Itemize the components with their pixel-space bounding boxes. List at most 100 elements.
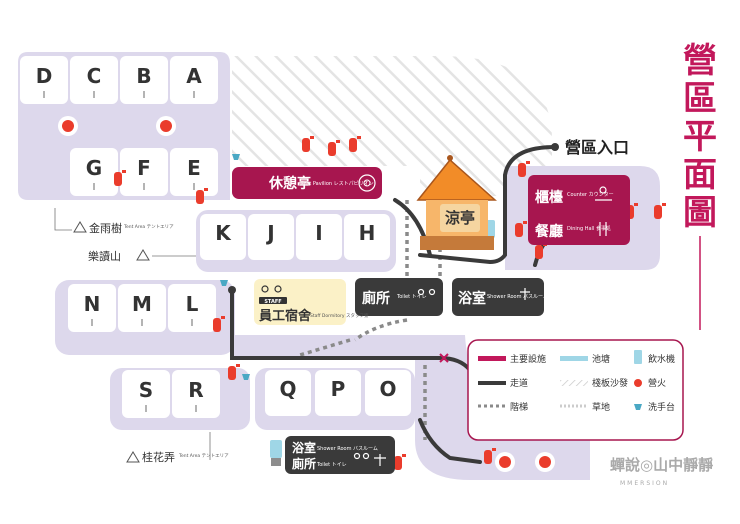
- svg-text:R: R: [188, 378, 203, 402]
- site-f[interactable]: F: [120, 148, 168, 196]
- svg-text:F: F: [137, 156, 151, 180]
- site-o[interactable]: O: [365, 370, 411, 416]
- svg-text:Toilet トイレ: Toilet トイレ: [316, 462, 347, 468]
- svg-text:H: H: [359, 221, 376, 245]
- fire-extinguisher-icon: [302, 136, 314, 152]
- campfire-icon: [535, 452, 555, 472]
- svg-text:櫃檯: 櫃檯: [535, 189, 563, 206]
- fire-extinguisher-icon: [228, 364, 240, 380]
- svg-text:圖: 圖: [683, 193, 717, 233]
- svg-text:棧板沙發: 棧板沙發: [592, 377, 628, 389]
- svg-text:餐廳: 餐廳: [534, 223, 563, 240]
- toilet-building[interactable]: 廁所 Toilet トイレ: [355, 278, 443, 316]
- site-j[interactable]: J: [248, 214, 294, 260]
- shower-toilet-building-south[interactable]: 浴室 Shower Room バスルーム 廁所 Toilet トイレ: [285, 436, 395, 474]
- svg-text:G: G: [86, 156, 102, 180]
- svg-text:面: 面: [683, 155, 717, 195]
- svg-text:洗手台: 洗手台: [648, 401, 675, 413]
- svg-text:Dining Hall 食事処: Dining Hall 食事処: [567, 225, 611, 232]
- fire-extinguisher-icon: [654, 203, 666, 219]
- map-title: 營 區 平 面 圖: [683, 41, 717, 330]
- staff-dormitory[interactable]: STAFF 員工宿舍 Staff Dormitory スタッフ寮: [254, 279, 369, 325]
- legend-item-washbasin: 洗手台: [634, 401, 675, 413]
- site-g[interactable]: G: [70, 148, 118, 196]
- rest-pavilion[interactable]: 休憩亭 Rest Pavilion レストパビリオン: [232, 167, 382, 199]
- site-h[interactable]: H: [344, 214, 390, 260]
- svg-text:STAFF: STAFF: [264, 299, 281, 305]
- legend-item-walkway: 走道: [478, 377, 528, 389]
- svg-text:營: 營: [683, 41, 717, 81]
- counter-icon: [595, 186, 612, 201]
- walkways: [230, 145, 557, 464]
- washbasins: [220, 154, 250, 380]
- campfire-icon: [495, 452, 515, 472]
- fire-extinguisher-icon: [484, 448, 496, 464]
- washbasin-icon: [220, 280, 228, 286]
- fire-extinguisher-icon: [196, 188, 208, 204]
- shower-building[interactable]: 浴室 Shower Room バスルーム: [452, 278, 548, 316]
- tent-icon: [136, 249, 150, 261]
- svg-text:Counter カウンター: Counter カウンター: [567, 191, 614, 198]
- svg-text:C: C: [87, 64, 102, 88]
- washbasin-icon: [232, 154, 240, 160]
- site-m[interactable]: M: [118, 284, 166, 332]
- site-p[interactable]: P: [315, 370, 361, 416]
- counter-dining[interactable]: 櫃檯 Counter カウンター 餐廳 Dining Hall 食事処: [528, 175, 630, 245]
- svg-text:休憩亭: 休憩亭: [268, 175, 311, 192]
- shower-icon: [520, 288, 530, 300]
- svg-text:主要設施: 主要設施: [510, 353, 546, 365]
- svg-text:區: 區: [683, 79, 717, 119]
- svg-text:涼亭: 涼亭: [445, 209, 475, 227]
- svg-text:MMERSION: MMERSION: [620, 480, 669, 487]
- svg-text:員工宿舍: 員工宿舍: [258, 308, 312, 324]
- site-r[interactable]: R: [172, 370, 220, 418]
- area-label-guihua: 桂花弄 Tent Area テントエリア: [126, 432, 229, 464]
- staff-people-icon: [261, 285, 282, 293]
- site-b[interactable]: B: [120, 56, 168, 104]
- legend-item-water-dispenser: 飲水機: [634, 350, 675, 365]
- svg-text:B: B: [136, 64, 151, 88]
- svg-text:Staff Dormitory スタッフ寮: Staff Dormitory スタッフ寮: [310, 312, 369, 319]
- tent-icon: [73, 221, 87, 233]
- svg-text:浴室: 浴室: [292, 440, 316, 455]
- site-c[interactable]: C: [70, 56, 118, 104]
- site-i[interactable]: I: [296, 214, 342, 260]
- tent-sites[interactable]: D C B A G F E K J I H N M L S R Q P O: [20, 56, 411, 418]
- fire-extinguisher-icon: [328, 140, 340, 156]
- svg-text:M: M: [132, 292, 152, 316]
- road-end-markers: [228, 143, 559, 294]
- fire-extinguisher-icon: [518, 161, 530, 177]
- svg-text:浴室: 浴室: [458, 290, 486, 307]
- dining-icon: [599, 222, 607, 236]
- toilet-icon: [417, 288, 436, 296]
- legend-item-pond: 池塘: [560, 353, 610, 365]
- svg-text:蟬說◎山中靜靜: 蟬說◎山中靜靜: [610, 456, 713, 474]
- gazebo[interactable]: 涼亭: [416, 155, 497, 250]
- svg-text:Q: Q: [279, 377, 296, 401]
- svg-text:I: I: [315, 221, 322, 245]
- site-s[interactable]: S: [122, 370, 170, 418]
- flower-icon: [358, 174, 376, 192]
- site-a[interactable]: A: [170, 56, 218, 104]
- svg-text:桂花弄: 桂花弄: [142, 450, 175, 464]
- site-d[interactable]: D: [20, 56, 68, 104]
- svg-text:金雨樹: 金雨樹: [89, 221, 122, 235]
- water-dispenser-icon: [270, 440, 282, 466]
- svg-text:N: N: [84, 292, 101, 316]
- legend-item-main-facility: 主要設施: [478, 353, 546, 365]
- svg-text:廁所: 廁所: [292, 456, 316, 471]
- fire-extinguisher-icon: [349, 136, 361, 152]
- svg-text:Shower Room バスルーム: Shower Room バスルーム: [487, 294, 548, 300]
- fire-extinguisher-icon: [394, 454, 406, 470]
- svg-text:Rest Pavilion レストパビリオン: Rest Pavilion レストパビリオン: [300, 180, 373, 187]
- site-n[interactable]: N: [68, 284, 116, 332]
- site-e[interactable]: E: [170, 148, 218, 196]
- legend-item-stairs: 階梯: [478, 401, 528, 413]
- svg-text:飲水機: 飲水機: [648, 353, 675, 365]
- tent-icon: [126, 451, 140, 463]
- svg-text:L: L: [186, 292, 199, 316]
- site-k[interactable]: K: [200, 214, 246, 260]
- site-q[interactable]: Q: [265, 370, 311, 416]
- site-l[interactable]: L: [168, 284, 216, 332]
